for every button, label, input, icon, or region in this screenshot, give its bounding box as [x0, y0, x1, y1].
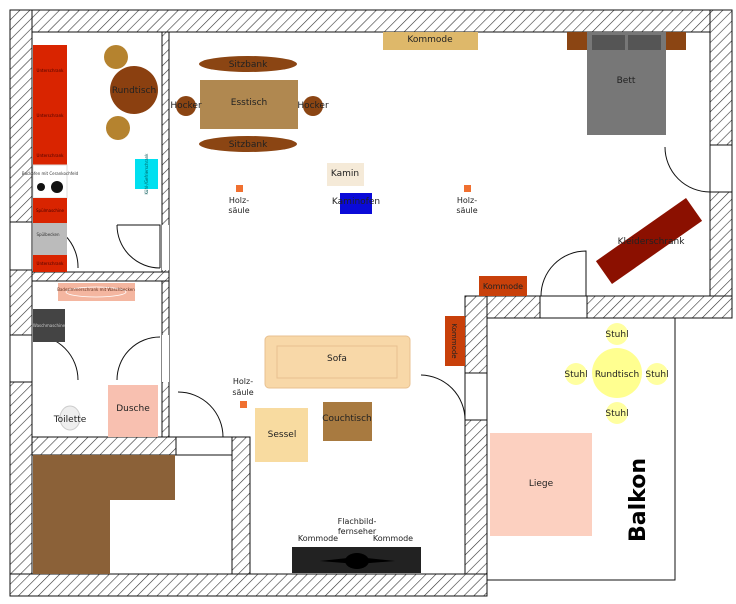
- bench-bottom: [199, 136, 297, 152]
- pillar-label: säule: [456, 206, 477, 215]
- dresser-top: [383, 32, 478, 50]
- chair-label: Stuhl: [564, 370, 587, 380]
- armchair-label: Sessel: [268, 430, 297, 440]
- dresser-top-label: Kommode: [407, 35, 453, 45]
- bench-bottom-label: Sitzbank: [229, 140, 268, 150]
- bathroom: Badezimmerschrank mit Waschbecken Waschm…: [33, 283, 158, 437]
- pillar-label: Holz-: [229, 196, 249, 205]
- lounger-label: Liege: [529, 479, 554, 489]
- l-shaped-desk: [33, 455, 175, 574]
- chair: [646, 363, 668, 385]
- bedroom: Bett Kleiderschrank: [567, 32, 703, 285]
- counter-label: Unterschrank: [37, 113, 65, 118]
- balcony: Stuhl Stuhl Stuhl Stuhl Rundtisch Liege …: [490, 323, 669, 542]
- chair-label: Stuhl: [605, 330, 628, 340]
- bathroom-cabinet: [58, 283, 135, 301]
- coffee-table-label: Couchtisch: [322, 414, 372, 424]
- wardrobe: [595, 197, 703, 285]
- chair: [565, 363, 587, 385]
- chair-label: Stuhl: [645, 370, 668, 380]
- tv-dresser-right-label: Kommode: [373, 534, 413, 543]
- sink: [33, 223, 67, 255]
- sink-label: Spülbecken: [36, 232, 60, 237]
- stool-left: [176, 96, 196, 116]
- counter: [33, 45, 67, 165]
- pillar: [236, 185, 243, 192]
- pillar: [240, 401, 247, 408]
- stool-right: [303, 96, 323, 116]
- washer-label: Waschmaschine: [33, 323, 66, 328]
- bench-top-label: Sitzbank: [229, 60, 268, 70]
- toilet: [59, 405, 81, 431]
- bottom-cabinet: [33, 255, 67, 272]
- round-table: [110, 66, 158, 114]
- stool-right-label: Hocker: [297, 101, 329, 111]
- lounger: [490, 433, 592, 536]
- balcony-title: Balkon: [626, 458, 651, 542]
- shower-label: Dusche: [116, 404, 150, 414]
- nightstand: [666, 32, 686, 50]
- coffee-table: [323, 402, 372, 441]
- dining-table: [200, 80, 298, 129]
- fridge-label: Kühl-/Gefrierschrank: [144, 153, 149, 195]
- pillar-label: säule: [232, 388, 253, 397]
- fireplace: [327, 163, 364, 186]
- counter-label: Unterschrank: [37, 153, 65, 158]
- wardrobe-label: Kleiderschrank: [618, 237, 686, 247]
- chair: [606, 323, 628, 345]
- counter-label: Unterschrank: [37, 68, 65, 73]
- nightstand: [567, 32, 587, 50]
- fridge: [135, 159, 158, 189]
- bench-top: [199, 56, 297, 72]
- dresser-vertical: [445, 316, 465, 366]
- pillar-label: Holz-: [233, 377, 253, 386]
- fireplace-label: Kamin: [331, 169, 359, 179]
- dresser-right-label: Kommode: [483, 282, 523, 291]
- chair: [104, 45, 128, 69]
- tv-label: Flachbild-: [338, 517, 377, 526]
- pillar-label: säule: [228, 206, 249, 215]
- bathroom-cabinet-label: Badezimmerschrank mit Waschbecken: [57, 287, 135, 292]
- living-room: Kommode Sitzbank Esstisch Sitzbank Hocke…: [170, 32, 527, 573]
- oven: [32, 164, 68, 199]
- balcony-table: [592, 348, 642, 398]
- toilet-label: Toilette: [53, 415, 87, 425]
- tv-label: fernseher: [338, 527, 377, 536]
- dresser-right: [479, 276, 527, 296]
- bed-label: Bett: [617, 76, 636, 86]
- chair-label: Stuhl: [605, 409, 628, 419]
- chair: [606, 402, 628, 424]
- kitchen: Unterschrank Unterschrank Unterschrank B…: [22, 45, 158, 272]
- dishwasher: [33, 198, 67, 223]
- dining-table-label: Esstisch: [231, 98, 267, 108]
- dishwasher-label: Spülmaschine: [36, 208, 65, 213]
- chair: [106, 116, 130, 140]
- oven-label: Backofen mit Cerankochfeld: [22, 171, 79, 176]
- stove-label: Kaminofen: [332, 197, 380, 207]
- washing-machine: [33, 309, 65, 342]
- stove: [340, 193, 372, 214]
- doors: [9, 144, 733, 456]
- round-table-label: Rundtisch: [112, 86, 156, 96]
- sofa: [264, 335, 411, 389]
- pillar-label: Holz-: [457, 196, 477, 205]
- shower: [108, 385, 158, 437]
- tv-dresser-left-label: Kommode: [298, 534, 338, 543]
- armchair: [255, 408, 308, 462]
- pillar: [464, 185, 471, 192]
- stool-left-label: Hocker: [170, 101, 202, 111]
- dresser-vertical-label: Kommode: [450, 323, 458, 358]
- bottom-cabinet-label: Unterschrank: [37, 261, 65, 266]
- balcony-table-label: Rundtisch: [595, 370, 639, 380]
- sofa-label: Sofa: [327, 354, 347, 364]
